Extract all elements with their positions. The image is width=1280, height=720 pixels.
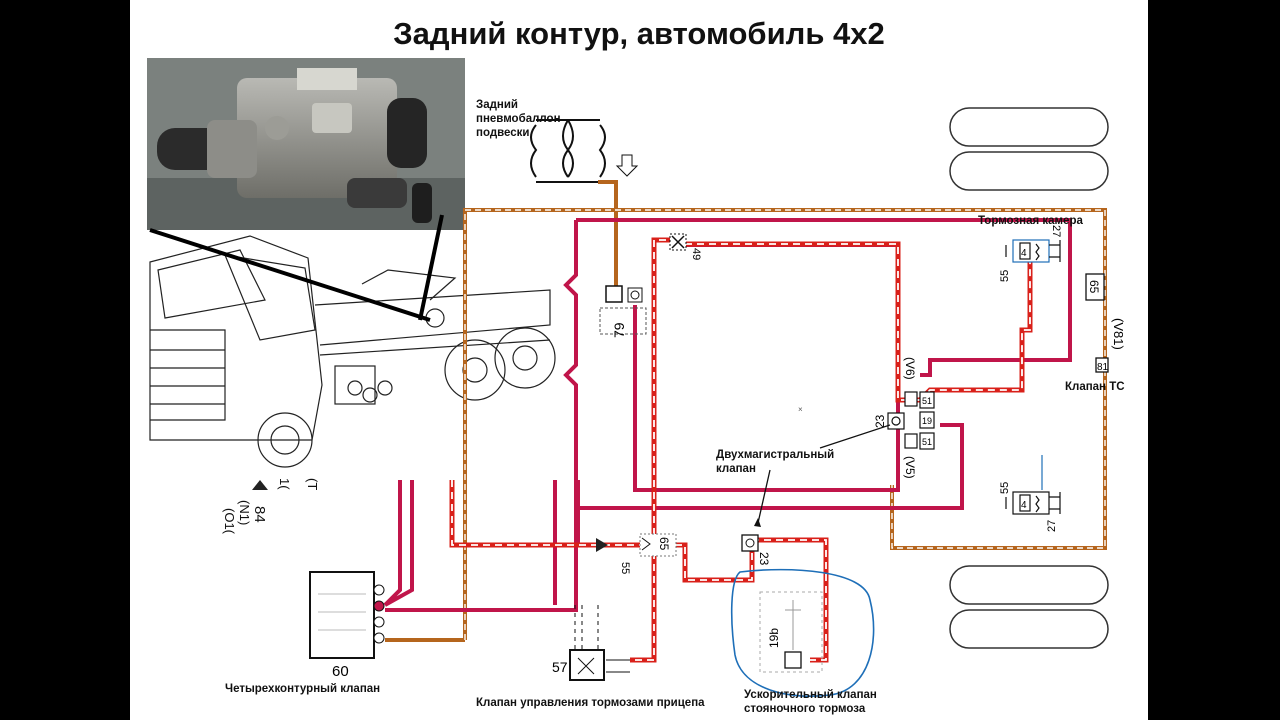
svg-text:49: 49	[690, 248, 702, 260]
code-v81: (V81)	[1111, 318, 1126, 350]
callout-line	[819, 424, 891, 449]
crimson-circuit	[383, 218, 1072, 612]
label-four-circuit-valve: Четырехконтурный клапан	[225, 683, 381, 695]
brown-circuit-inner	[464, 209, 1106, 640]
page-title: Задний контур, автомобиль 4x2	[393, 16, 885, 51]
valve-photo	[147, 58, 465, 230]
code-55a: 55	[999, 270, 1011, 282]
svg-text:23: 23	[757, 552, 771, 566]
code-51a: 51	[922, 396, 932, 406]
label-air-spring: Задний пневмобаллон подвески	[476, 99, 561, 139]
trailer-control-valve: 57	[552, 605, 630, 681]
code-27b: 27	[1046, 520, 1058, 532]
label-relay-valve: Ускорительный клапан стояночного тормоза	[744, 689, 877, 715]
code-4b: 4	[1021, 500, 1027, 511]
pointer-line	[418, 214, 444, 321]
truck-drawing	[149, 235, 556, 468]
code-v6: (V6)	[903, 357, 917, 380]
arrow-icon	[754, 518, 761, 527]
svg-text:79: 79	[611, 322, 627, 338]
valve-79: 79	[599, 285, 647, 338]
pointer-line	[149, 228, 431, 322]
code-55c: 55	[619, 562, 631, 574]
air-spring	[530, 119, 639, 183]
code-27a: 27	[1050, 225, 1062, 237]
right-valves	[887, 391, 935, 450]
slide: Задний контур, автомобиль 4x2	[130, 0, 1148, 720]
code-19: 19	[922, 416, 932, 426]
svg-text:65: 65	[657, 537, 671, 551]
rear-wheels-top	[949, 107, 1109, 191]
svg-text:65: 65	[1087, 280, 1101, 294]
code-1: 1(	[277, 478, 292, 490]
sensor-icon	[252, 480, 268, 490]
flow-arrow-icon	[596, 538, 608, 552]
relay-valve: 19b	[730, 568, 875, 698]
code-51b: 51	[922, 437, 932, 447]
label-brake-chamber: Тормозная камера	[978, 215, 1083, 227]
svg-text:60: 60	[332, 663, 349, 680]
valve-23-bottom: 23	[741, 534, 771, 566]
code-23a: 23	[873, 414, 887, 428]
svg-text:57: 57	[552, 659, 568, 675]
code-o1: (O1(	[222, 508, 237, 535]
code-t: (T	[305, 478, 320, 490]
callout-line	[757, 469, 771, 524]
pneumatic-diagram: (O1( 1( (T (N1) 84	[149, 107, 1126, 698]
code-84: 84	[251, 506, 268, 523]
brake-chamber-top	[1005, 239, 1061, 263]
rear-wheels-bottom	[949, 565, 1109, 649]
valve-65-right: 65	[1085, 273, 1105, 301]
red-circuit-inner	[451, 239, 1031, 661]
code-v5: (V5)	[903, 456, 917, 479]
small-mark: ×	[798, 405, 803, 414]
four-circuit-valve: 60	[309, 571, 385, 680]
svg-text:81: 81	[1097, 362, 1109, 373]
label-two-line-valve: Двухмагистральный клапан	[716, 449, 835, 475]
svg-text:19b: 19b	[767, 628, 781, 648]
valve-49: 49	[669, 233, 702, 260]
code-55b: 55	[999, 482, 1011, 494]
brake-chamber-bottom	[1005, 491, 1061, 515]
valve-65-center: 65 55	[619, 533, 677, 574]
code-n1: (N1)	[237, 500, 252, 525]
valve-81: 81 (V81)	[1095, 318, 1126, 373]
code-4a: 4	[1021, 248, 1027, 259]
label-valve-tc: Клапан ТС	[1065, 381, 1125, 393]
label-trailer-control-valve: Клапан управления тормозами прицепа	[476, 697, 705, 709]
